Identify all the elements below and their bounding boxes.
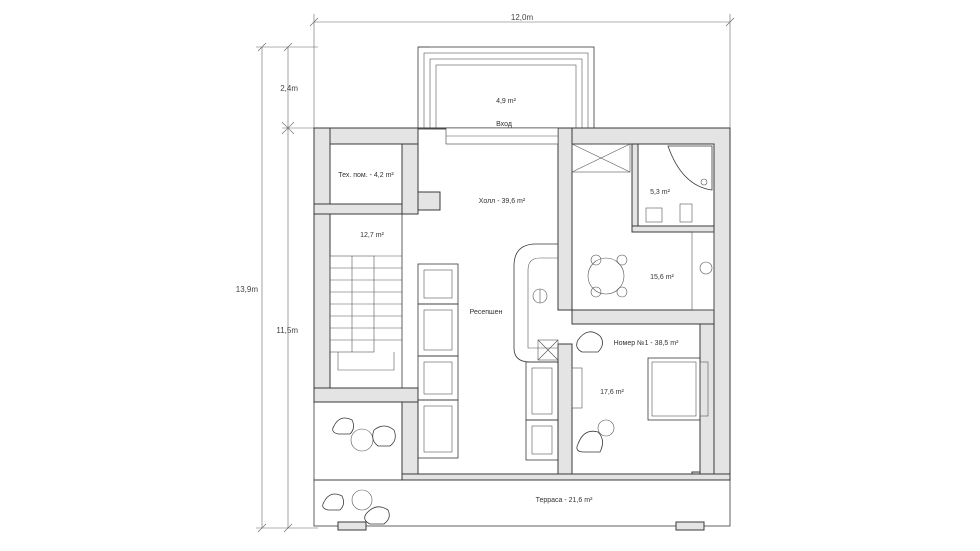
dimension-lines (256, 14, 735, 533)
entrance-label: Вход (496, 121, 512, 128)
kitchen-area: 15,6 m² (650, 274, 674, 281)
terrace-label: Терраса - 21,6 m² (536, 497, 593, 504)
bathroom-area: 5,3 m² (650, 189, 671, 196)
staircase (329, 213, 403, 389)
bathroom-fixtures (645, 145, 713, 223)
porch-steps (417, 46, 595, 130)
reception-desk (513, 243, 559, 363)
dim-height-porch: 2,4m (280, 84, 298, 93)
stairs-area: 12,7 m² (360, 232, 384, 239)
dim-height-main: 11,5m (276, 326, 298, 335)
hall-label: Холл - 39,6 m² (479, 198, 526, 205)
bedroom-area: 17,6 m² (600, 389, 624, 396)
suite-label: Номер №1 - 38,5 m² (614, 340, 680, 347)
porch-area: 4,9 m² (496, 98, 517, 105)
suite-furniture (571, 331, 709, 453)
walls (313, 127, 731, 481)
dim-height-total: 13,9m (236, 285, 259, 294)
dim-width-total: 12,0m (511, 13, 534, 22)
lobby-seating-left (417, 263, 459, 459)
terrace (313, 401, 731, 531)
lobby-seating-right (525, 361, 559, 461)
tech-room-label: Тех. пом. - 4,2 m² (338, 172, 394, 179)
kitchen-furniture (571, 143, 715, 311)
reception-label: Ресепшен (470, 309, 503, 316)
